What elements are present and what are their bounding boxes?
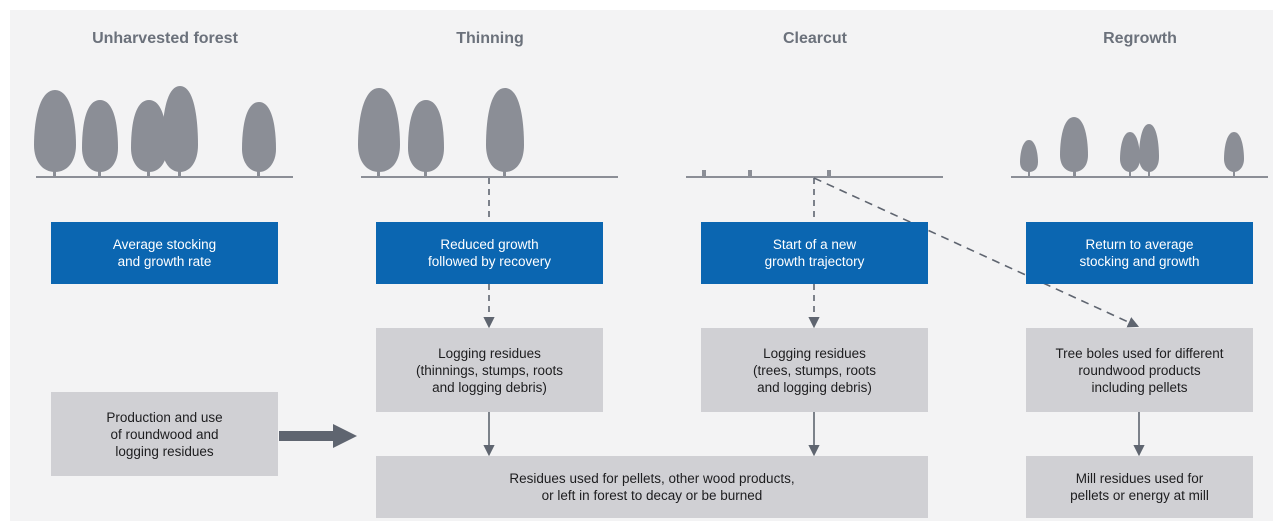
box-new-growth-trajectory: Start of a new growth trajectory bbox=[701, 222, 928, 284]
tree-icon bbox=[358, 88, 400, 177]
tree-icon bbox=[486, 88, 524, 177]
heading-clearcut: Clearcut bbox=[782, 30, 848, 47]
tree-icon bbox=[1060, 117, 1088, 177]
tree-icon bbox=[34, 90, 76, 177]
box-return-to-average: Return to average stocking and growth bbox=[1026, 222, 1253, 284]
box-thinning-logging-residues: Logging residues (thinnings, stumps, roo… bbox=[376, 328, 603, 412]
dashed-arrow-clearcut-to-boles bbox=[813, 177, 1140, 328]
box-residues-used: Residues used for pellets, other wood pr… bbox=[376, 456, 928, 518]
stump-icon bbox=[748, 170, 752, 177]
tree-icon bbox=[1120, 132, 1140, 177]
heading-regrowth: Regrowth bbox=[1103, 30, 1177, 47]
stump-icon bbox=[702, 170, 706, 177]
tree-icon bbox=[408, 100, 444, 177]
tree-icon bbox=[162, 86, 198, 177]
tree-icon bbox=[82, 100, 118, 177]
tree-icon bbox=[1139, 124, 1159, 177]
tree-icon bbox=[131, 100, 167, 177]
heading-unharvested-forest: Unharvested forest bbox=[92, 30, 238, 47]
arrow-right-icon bbox=[279, 424, 357, 448]
heading-thinning: Thinning bbox=[456, 30, 524, 47]
box-tree-boles: Tree boles used for different roundwood … bbox=[1026, 328, 1253, 412]
tree-icon bbox=[1224, 132, 1244, 177]
box-average-stocking: Average stocking and growth rate bbox=[51, 222, 278, 284]
tree-icon bbox=[1020, 140, 1038, 177]
box-clearcut-logging-residues: Logging residues (trees, stumps, roots a… bbox=[701, 328, 928, 412]
box-reduced-growth: Reduced growth followed by recovery bbox=[376, 222, 603, 284]
box-mill-residues: Mill residues used for pellets or energy… bbox=[1026, 456, 1253, 518]
stump-icon bbox=[827, 170, 831, 177]
tree-icon bbox=[242, 102, 276, 177]
box-production-and-use: Production and use of roundwood and logg… bbox=[51, 392, 278, 476]
